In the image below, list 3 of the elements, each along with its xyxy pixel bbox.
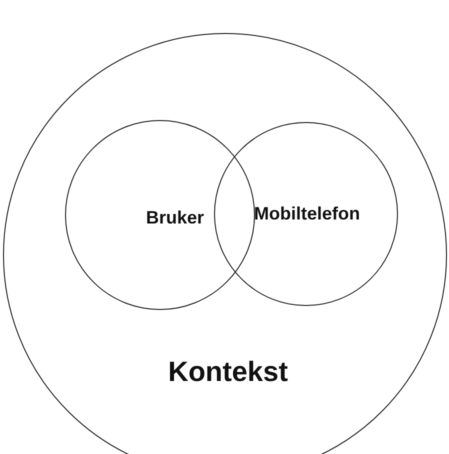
context-label: Kontekst	[168, 356, 288, 388]
user-label: Bruker	[146, 208, 204, 228]
phone-label: Mobiltelefon	[254, 204, 360, 224]
